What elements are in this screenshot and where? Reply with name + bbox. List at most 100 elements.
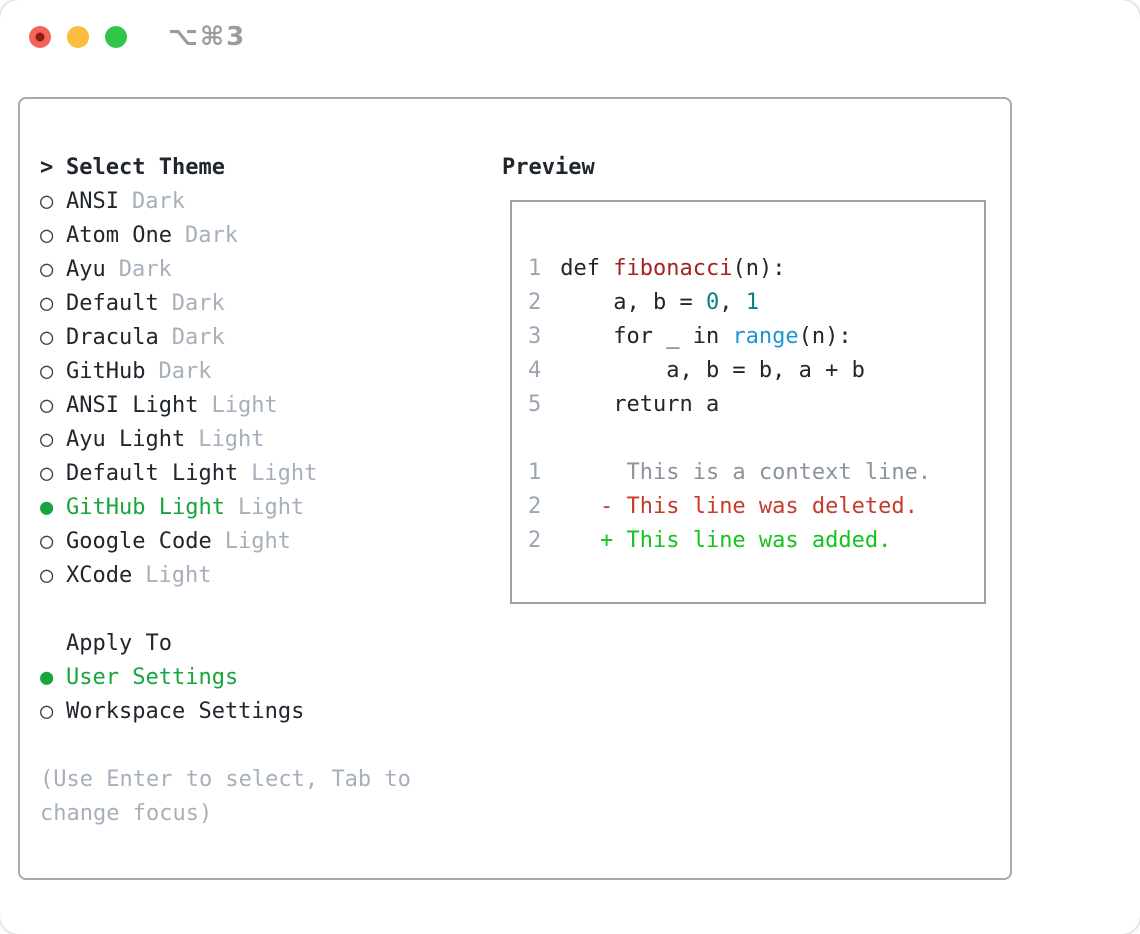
theme-variant: Dark: [118, 257, 172, 282]
theme-item-ansi-light-light[interactable]: ○ ANSI Light Light: [40, 389, 411, 423]
help-text-line1: (Use Enter to select, Tab to: [40, 767, 411, 792]
token-add: + This line was added.: [560, 528, 892, 553]
prompt-icon: >: [40, 155, 54, 180]
token-num: 0: [705, 290, 720, 315]
code-content: a, b = 0, 1: [560, 286, 759, 320]
radio-icon: ○: [40, 461, 54, 486]
theme-variant: Light: [237, 495, 305, 520]
preview-code-line: 4 a, b = b, a + b: [528, 354, 984, 388]
code-content: for _ in range(n):: [560, 320, 851, 354]
radio-icon: ○: [40, 427, 54, 452]
code-content: def fibonacci(n):: [560, 252, 785, 286]
apply-to-title: Apply To: [66, 631, 172, 656]
theme-name: Default: [66, 291, 159, 316]
theme-name: ANSI: [66, 189, 119, 214]
theme-item-github-light-light[interactable]: ● GitHub Light Light: [40, 491, 411, 525]
token-pl: (n):: [798, 324, 852, 349]
theme-variant: Light: [211, 393, 278, 418]
code-content: + This line was added.: [560, 524, 891, 558]
apply-option-user-settings[interactable]: ● User Settings: [40, 661, 411, 695]
line-number: 2: [528, 494, 542, 519]
line-number: 2: [528, 528, 542, 553]
line-number: 2: [528, 290, 542, 315]
theme-variant: Dark: [158, 359, 212, 384]
theme-variant: Light: [145, 563, 212, 588]
radio-icon: ○: [40, 189, 54, 214]
theme-variant: Dark: [171, 291, 225, 316]
theme-item-ansi-dark[interactable]: ○ ANSI Dark: [40, 185, 411, 219]
theme-item-ayu-dark[interactable]: ○ Ayu Dark: [40, 253, 411, 287]
radio-icon: ○: [40, 291, 54, 316]
token-pl: a, b =: [560, 290, 706, 315]
token-call: range: [732, 324, 799, 349]
selected-radio-icon: ●: [40, 665, 54, 690]
apply-option-label: Workspace Settings: [66, 699, 305, 724]
theme-variant: Dark: [131, 189, 185, 214]
theme-variant: Dark: [184, 223, 238, 248]
theme-item-google-code-light[interactable]: ○ Google Code Light: [40, 525, 411, 559]
token-pl: for _ in: [560, 324, 733, 349]
titlebar: ⌥⌘3: [0, 0, 1140, 74]
radio-icon: ○: [40, 359, 54, 384]
token-pl: ,: [719, 290, 746, 315]
radio-icon: ○: [40, 529, 54, 554]
preview-title: Preview: [502, 155, 595, 180]
code-content: a, b = b, a + b: [560, 354, 865, 388]
radio-icon: ○: [40, 223, 54, 248]
theme-name: GitHub: [66, 359, 146, 384]
theme-name: Ayu: [66, 257, 106, 282]
spacer: [40, 593, 411, 627]
line-number: 5: [528, 392, 542, 417]
select-theme-header: > Select Theme: [40, 151, 411, 185]
help-text: (Use Enter to select, Tab to change focu…: [40, 763, 411, 831]
help-text-line2: change focus): [40, 801, 213, 826]
traffic-lights: [29, 26, 127, 48]
preview-code-line: 1 This is a context line.: [528, 456, 984, 490]
apply-to-options-list: ● User Settings ○ Workspace Settings: [40, 661, 411, 729]
line-number: 1: [528, 460, 542, 485]
apply-option-workspace-settings[interactable]: ○ Workspace Settings: [40, 695, 411, 729]
theme-name: GitHub Light: [66, 495, 225, 520]
theme-name: ANSI Light: [66, 393, 199, 418]
radio-icon: ○: [40, 563, 54, 588]
theme-variant: Light: [251, 461, 318, 486]
theme-item-github-dark[interactable]: ○ GitHub Dark: [40, 355, 411, 389]
theme-variant: Dark: [171, 325, 225, 350]
preview-code-line: 3 for _ in range(n):: [528, 320, 984, 354]
token-num: 1: [745, 290, 759, 315]
maximize-button[interactable]: [105, 26, 127, 48]
theme-name: Dracula: [66, 325, 159, 350]
selected-radio-icon: ●: [40, 495, 54, 520]
theme-name: Atom One: [66, 223, 172, 248]
theme-variant: Light: [224, 529, 291, 554]
radio-icon: ○: [40, 393, 54, 418]
apply-option-label: User Settings: [66, 665, 239, 690]
code-content: This is a context line.: [560, 456, 931, 490]
token-fn: fibonacci: [613, 256, 733, 281]
close-button[interactable]: [29, 26, 51, 48]
spacer: [40, 729, 411, 763]
radio-icon: ○: [40, 257, 54, 282]
theme-name: Ayu Light: [66, 427, 186, 452]
preview-code-line: 2 + This line was added.: [528, 524, 984, 558]
window-title: ⌥⌘3: [168, 22, 247, 52]
token-ctx: This is a context line.: [560, 460, 932, 485]
theme-name: Google Code: [66, 529, 212, 554]
apply-to-header: Apply To: [40, 627, 411, 661]
theme-item-default-dark[interactable]: ○ Default Dark: [40, 287, 411, 321]
theme-item-atom-one-dark[interactable]: ○ Atom One Dark: [40, 219, 411, 253]
token-pl: a, b = b, a + b: [560, 358, 865, 383]
minimize-button[interactable]: [67, 26, 89, 48]
radio-icon: ○: [40, 699, 54, 724]
select-theme-title: Select Theme: [66, 155, 225, 180]
line-number: 3: [528, 324, 542, 349]
preview-code-line: 2 - This line was deleted.: [528, 490, 984, 524]
